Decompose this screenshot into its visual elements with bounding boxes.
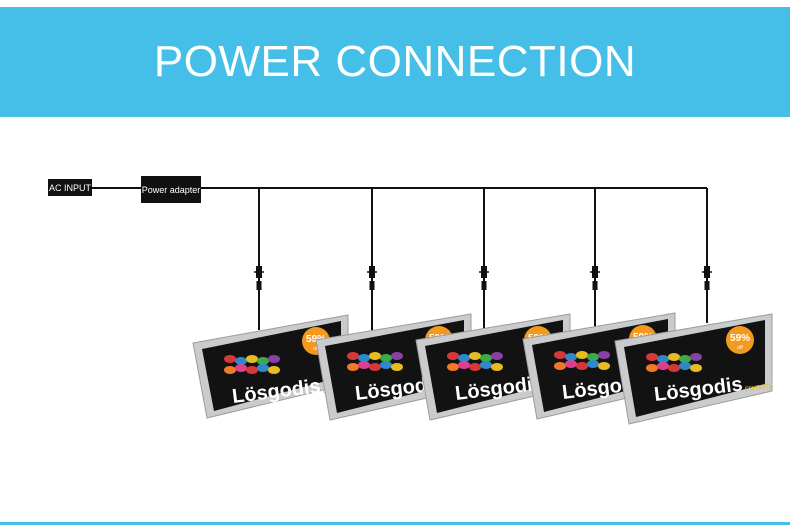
ac-input-label: AC INPUT xyxy=(48,179,92,196)
drop-wire-2 xyxy=(367,188,377,333)
drop-wire-1 xyxy=(254,188,264,330)
display-group: 59%offLösgodiscrunchy59%offLösgodiscrunc… xyxy=(192,312,774,425)
page-title: POWER CONNECTION xyxy=(153,37,637,86)
drop-wires xyxy=(254,188,712,333)
badge-sub-5: off xyxy=(737,345,743,351)
discount-badge-5 xyxy=(726,326,754,354)
drop-wire-4 xyxy=(590,188,600,330)
ac-input-text: AC INPUT xyxy=(48,182,91,193)
bottom-accent-line xyxy=(0,522,790,525)
drop-wire-5 xyxy=(702,188,712,323)
title-banner: POWER CONNECTION xyxy=(0,7,790,117)
drop-wire-3 xyxy=(479,188,489,330)
badge-value-5: 59% xyxy=(730,333,750,344)
power-adapter-box: Power adapter xyxy=(141,176,201,203)
power-adapter-text: Power adapter xyxy=(141,184,201,195)
badge-sub-1: off xyxy=(313,346,319,352)
display-tag-5: crunchy xyxy=(744,381,774,393)
